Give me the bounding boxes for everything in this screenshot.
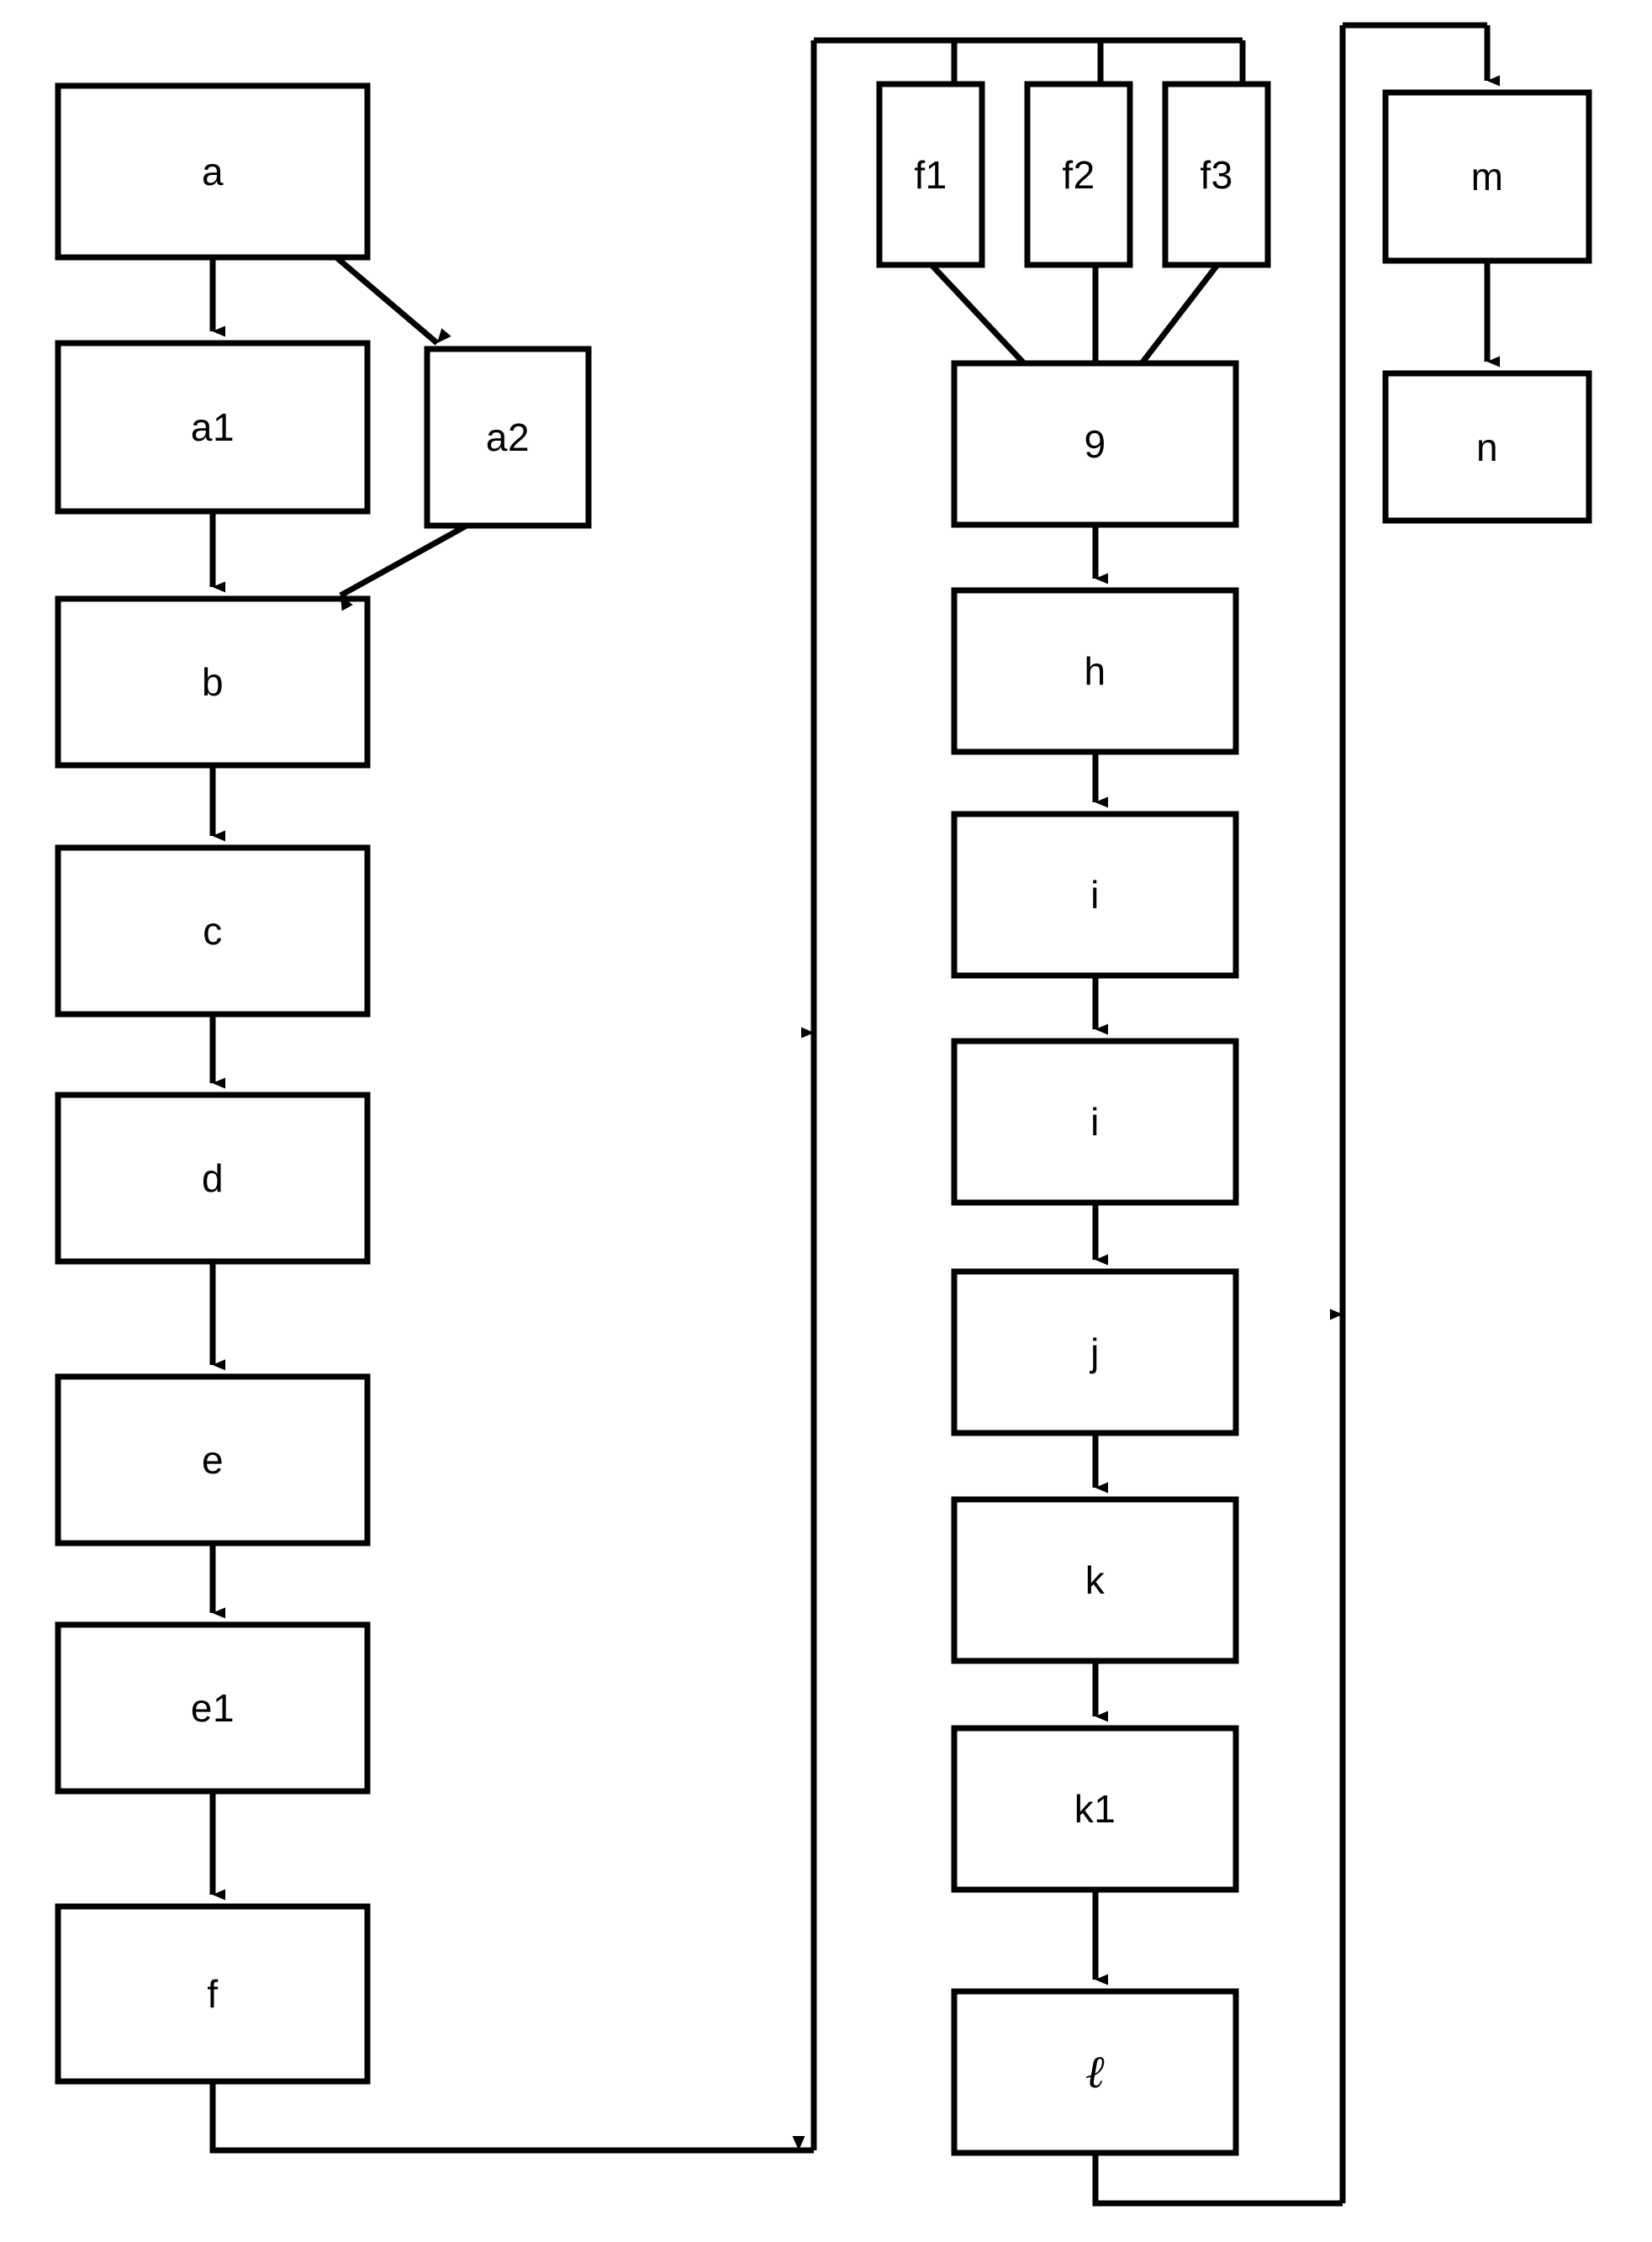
node-rect-f1 bbox=[876, 81, 985, 268]
node-rect-d bbox=[55, 1092, 371, 1265]
edge-l-to-m-horizontal bbox=[1092, 2153, 1343, 2207]
node-rect-k1 bbox=[951, 1725, 1239, 1893]
edge-a2-to-b bbox=[339, 522, 468, 611]
node-rect-c bbox=[55, 844, 371, 1018]
node-rect-b bbox=[55, 595, 371, 769]
node-rect-h bbox=[951, 587, 1239, 755]
node-rect-i2 bbox=[951, 1038, 1239, 1206]
node-rect-i1 bbox=[951, 811, 1239, 979]
node-rect-l bbox=[951, 1988, 1239, 2156]
node-rect-9 bbox=[951, 360, 1239, 528]
node-rect-a bbox=[55, 82, 371, 261]
node-rect-j bbox=[951, 1268, 1239, 1436]
edge-f1-to-9 bbox=[929, 262, 1027, 366]
node-rect-e bbox=[55, 1373, 371, 1547]
node-rect-n bbox=[1382, 370, 1592, 524]
node-rect-f2 bbox=[1024, 81, 1133, 268]
node-rect-e1 bbox=[55, 1621, 371, 1795]
node-rect-a1 bbox=[55, 340, 371, 515]
node-rect-f3 bbox=[1162, 81, 1271, 268]
node-rect-k bbox=[951, 1496, 1239, 1664]
node-rect-m bbox=[1382, 89, 1592, 264]
edge-f-to-bus bbox=[209, 2081, 805, 2154]
edge-a-to-a2 bbox=[334, 255, 451, 346]
edge-f3-to-9 bbox=[1139, 262, 1220, 366]
node-rect-a2 bbox=[424, 346, 592, 529]
node-rect-f bbox=[55, 1903, 371, 2085]
